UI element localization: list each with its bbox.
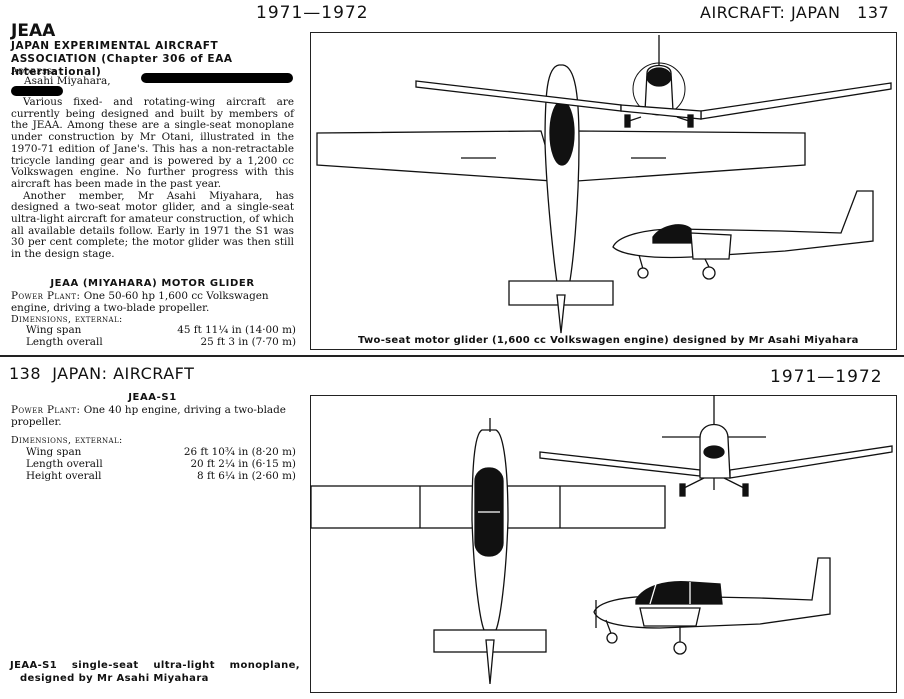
power-plant-text: One 50-60 hp 1,600 cc Volkswagen engine,…: [11, 290, 269, 314]
address-label: Address:: [11, 66, 57, 77]
organisation-code: JEAA: [11, 21, 56, 41]
motor-glider-figure-caption: Two-seat motor glider (1,600 cc Volkswag…: [358, 335, 859, 346]
motor-glider-power-plant: Power Plant: One 50-60 hp 1,600 cc Volks…: [11, 290, 294, 314]
caption-line: designed by Mr Asahi Miyahara: [20, 673, 209, 684]
power-plant-label: Power Plant:: [11, 404, 81, 416]
s1-power-plant: Power Plant: One 40 hp engine, driving a…: [11, 404, 294, 428]
s1-heading: JEAA-S1: [128, 392, 177, 403]
dimension-value: 45 ft 11¼ in (14·00 m): [177, 324, 296, 336]
organisation-name: JAPAN EXPERIMENTAL AIRCRAFT ASSOCIATION …: [11, 40, 233, 78]
running-head-top: AIRCRAFT: JAPAN 137: [700, 3, 890, 22]
dimension-value: 25 ft 3 in (7·70 m): [200, 336, 296, 348]
running-head-bottom: 138 JAPAN: AIRCRAFT: [9, 364, 195, 383]
s1-three-view-figure: [310, 395, 897, 693]
power-plant-text: One 40 hp engine, driving a two-blade pr…: [11, 404, 286, 428]
body-paragraph: Various fixed- and rotating-wing aircraf…: [11, 96, 294, 190]
dimension-row: Length overall 20 ft 2¼ in (6·15 m): [26, 458, 296, 470]
dimension-row: Wing span 45 ft 11¼ in (14·00 m): [26, 324, 296, 336]
dimension-value: 20 ft 2¼ in (6·15 m): [190, 458, 296, 470]
address-value: Asahi Miyahara,: [24, 75, 111, 87]
dimension-label: Length overall: [26, 458, 103, 470]
page-divider: [0, 355, 904, 357]
body-paragraph: Another member, Mr Asahi Miyahara, has d…: [11, 189, 294, 261]
dimension-label: Height overall: [26, 470, 102, 482]
dimension-label: Length overall: [26, 336, 103, 348]
motor-glider-drawing: [316, 35, 892, 334]
redaction-bar: [141, 73, 293, 83]
dimension-value: 26 ft 10¾ in (8·20 m): [183, 446, 296, 458]
page-year-top: 1971—1972: [256, 3, 369, 23]
motor-glider-three-view-figure: [310, 32, 897, 350]
dimension-value: 8 ft 6¼ in (2·60 m): [197, 470, 296, 482]
page-year-bottom: 1971—1972: [770, 367, 883, 387]
dimension-row: Wing span 26 ft 10¾ in (8·20 m): [26, 446, 296, 458]
redaction-bar: [11, 86, 63, 96]
dimension-label: Wing span: [26, 324, 82, 336]
power-plant-label: Power Plant:: [11, 290, 81, 302]
dimensions-label: Dimensions, external:: [11, 435, 123, 446]
dimensions-label: Dimensions, external:: [11, 314, 123, 325]
dimension-row: Height overall 8 ft 6¼ in (2·60 m): [26, 470, 296, 482]
dimension-label: Wing span: [26, 446, 82, 458]
dimension-row: Length overall 25 ft 3 in (7·70 m): [26, 336, 296, 348]
motor-glider-heading: JEAA (MIYAHARA) MOTOR GLIDER: [50, 278, 255, 289]
s1-figure-caption: JEAA-S1 single-seat ultra-light monoplan…: [10, 659, 300, 685]
organisation-description: Various fixed- and rotating-wing aircraf…: [11, 96, 294, 261]
caption-line: JEAA-S1 single-seat ultra-light monoplan…: [10, 660, 300, 671]
